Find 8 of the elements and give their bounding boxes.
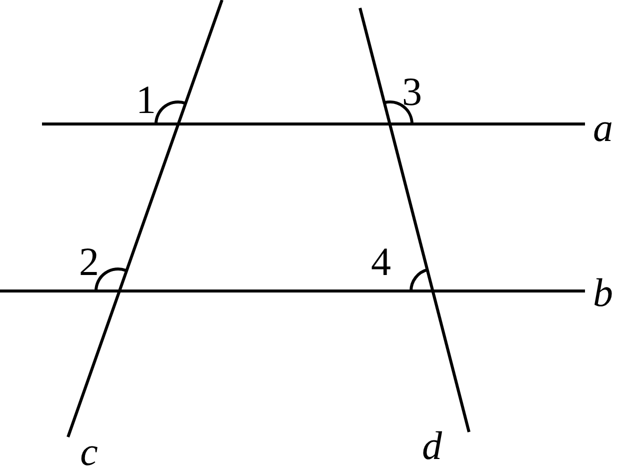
angle-number: 4	[371, 242, 391, 282]
line-label: a	[593, 108, 613, 148]
angle-number: 3	[402, 72, 422, 112]
line-label: b	[593, 273, 613, 313]
angle-number: 1	[136, 80, 156, 120]
line-label: c	[80, 432, 98, 467]
angle-number: 2	[79, 242, 99, 282]
line-label: d	[422, 426, 442, 466]
